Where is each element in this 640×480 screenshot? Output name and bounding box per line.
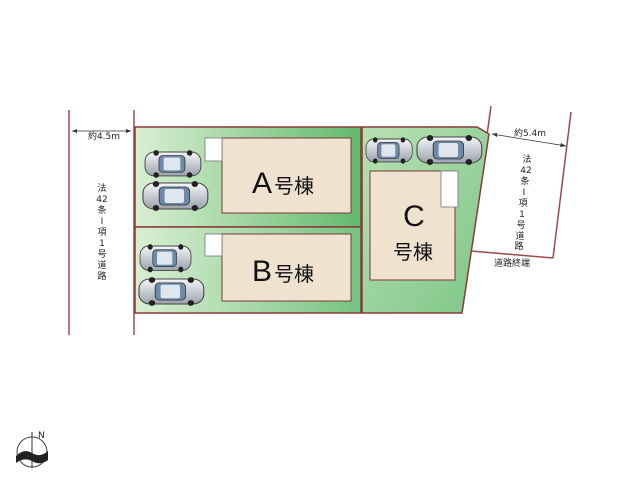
svg-text:法: 法 [97,182,106,194]
compass-icon: N [16,431,48,468]
svg-text:号: 号 [516,220,525,231]
svg-text:路: 路 [97,270,106,282]
svg-text:42: 42 [520,166,531,176]
road-end-label: 道路終端 [494,257,530,269]
svg-text:1: 1 [99,239,105,249]
lot-c-letter: C [403,200,425,233]
svg-text:条: 条 [97,204,106,216]
right-road: 約5.4m 法 42 条 Ⅰ 項 1 号 道 路 道路終端 [470,105,572,269]
left-road: 約4.5m 法 42 条 Ⅰ 項 1 号 道 路 [68,110,135,335]
car-icon [144,149,202,179]
lot-c: C 号棟 [361,126,490,314]
svg-text:号: 号 [97,249,106,260]
svg-text:42: 42 [96,195,107,205]
lot-a-porch [204,137,223,162]
left-road-width: 約4.5m [88,130,120,142]
right-road-edge [552,111,572,259]
svg-text:Ⅰ: Ⅰ [101,217,104,227]
right-road-width-arrow [491,133,567,147]
svg-text:Ⅰ: Ⅰ [523,188,526,198]
svg-text:路: 路 [514,240,523,252]
car-icon [138,276,205,307]
lot-c-porch [440,170,459,208]
compass-north: N [38,431,45,441]
svg-text:道: 道 [515,230,524,242]
svg-text:法: 法 [522,153,531,165]
lot-b-porch [204,233,223,257]
svg-text:1: 1 [519,210,525,220]
car-icon [365,136,413,165]
svg-text:項: 項 [97,227,106,238]
car-icon [416,134,483,166]
right-road-type: 法 42 条 Ⅰ 項 1 号 道 路 [514,153,531,252]
car-icon [142,180,209,212]
left-road-type: 法 42 条 Ⅰ 項 1 号 道 路 [96,182,107,282]
lot-a-house [221,137,352,214]
right-road-width: 約5.4m [514,127,546,139]
car-icon [139,243,192,273]
road-end-line [470,250,554,259]
svg-text:条: 条 [520,175,529,187]
svg-text:項: 項 [518,198,527,209]
lot-b-house [221,233,352,302]
lot-c-suffix: 号棟 [393,240,433,264]
svg-text:道: 道 [97,259,106,271]
